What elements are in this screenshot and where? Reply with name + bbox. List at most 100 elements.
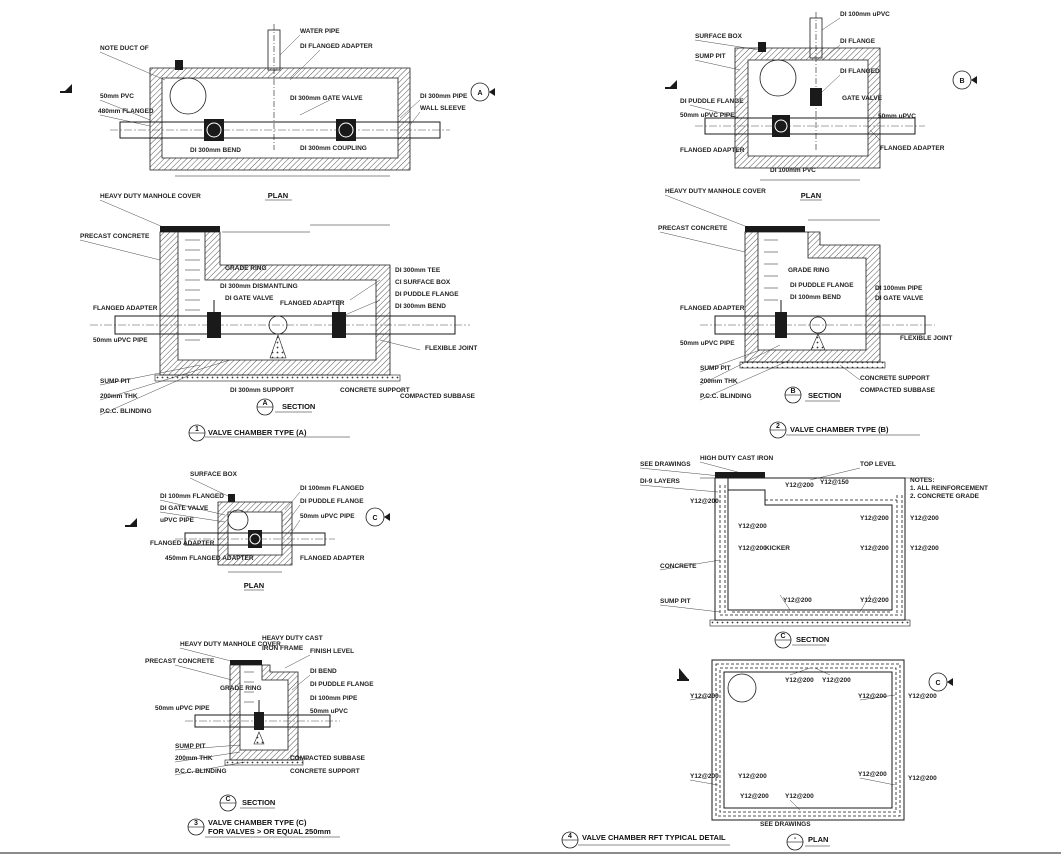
svg-text:IRON FRAME: IRON FRAME [262, 645, 304, 652]
detail-b-title: VALVE CHAMBER TYPE (B) [790, 425, 889, 434]
detail-c-plan-title: PLAN [244, 581, 264, 590]
svg-text:CI SURFACE BOX: CI SURFACE BOX [395, 279, 451, 286]
svg-text:SUMP PIT: SUMP PIT [695, 53, 726, 60]
svg-text:DI 100mm PIPE: DI 100mm PIPE [875, 285, 923, 292]
detail-d-section-title: SECTION [796, 635, 829, 644]
svg-text:DI GATE VALVE: DI GATE VALVE [875, 295, 924, 302]
detail-d-plan-mark: - [794, 835, 797, 842]
svg-text:KICKER: KICKER [765, 545, 790, 552]
svg-text:TOP LEVEL: TOP LEVEL [860, 461, 896, 468]
svg-text:SEE DRAWINGS: SEE DRAWINGS [760, 821, 811, 828]
svg-text:Y12@200: Y12@200 [738, 545, 767, 552]
svg-text:HEAVY DUTY MANHOLE COVER: HEAVY DUTY MANHOLE COVER [100, 193, 201, 200]
svg-text:480mm FLANGED: 480mm FLANGED [98, 108, 154, 115]
svg-text:DI PUDDLE FLANGE: DI PUDDLE FLANGE [395, 291, 459, 298]
svg-text:SURFACE BOX: SURFACE BOX [190, 471, 238, 478]
svg-text:C: C [935, 680, 940, 687]
detail-a-section-mark: A [262, 400, 267, 407]
svg-text:C: C [372, 515, 377, 522]
svg-text:GATE VALVE: GATE VALVE [842, 95, 883, 102]
detail-c-plan: SURFACE BOX DI 100mm FLANGED DI GATE VALVE… [125, 471, 390, 591]
svg-text:Y12@200: Y12@200 [740, 793, 769, 800]
svg-text:COMPACTED SUBBASE: COMPACTED SUBBASE [290, 755, 366, 762]
svg-text:Y12@200: Y12@200 [910, 545, 939, 552]
svg-text:DI 300mm GATE VALVE: DI 300mm GATE VALVE [290, 95, 363, 102]
svg-text:Y12@200: Y12@200 [858, 693, 887, 700]
svg-text:WATER PIPE: WATER PIPE [300, 28, 340, 35]
detail-a-section-title: SECTION [282, 402, 315, 411]
detail-c-section-title: SECTION [242, 798, 275, 807]
detail-b-section-mark: B [790, 388, 795, 395]
svg-text:DI PUDDLE FLANGE: DI PUDDLE FLANGE [680, 98, 744, 105]
svg-text:FLANGED ADAPTER: FLANGED ADAPTER [680, 305, 745, 312]
svg-text:DI-9 LAYERS: DI-9 LAYERS [640, 478, 681, 485]
detail-a-section: HEAVY DUTY MANHOLE COVER PRECAST CONCRETE… [79, 193, 477, 442]
svg-text:FLEXIBLE JOINT: FLEXIBLE JOINT [900, 335, 952, 342]
svg-text:DI 100mm FLANGED: DI 100mm FLANGED [300, 485, 364, 492]
svg-text:DI GATE VALVE: DI GATE VALVE [160, 505, 209, 512]
svg-text:DI PUDDLE FLANGE: DI PUDDLE FLANGE [310, 681, 374, 688]
svg-text:Y12@200: Y12@200 [908, 775, 937, 782]
svg-text:uPVC PIPE: uPVC PIPE [160, 517, 195, 524]
svg-text:200mm THK: 200mm THK [700, 378, 738, 385]
svg-text:Y12@200: Y12@200 [860, 515, 889, 522]
svg-text:Y12@200: Y12@200 [738, 773, 767, 780]
svg-text:Y12@200: Y12@200 [860, 545, 889, 552]
svg-text:50mm uPVC PIPE: 50mm uPVC PIPE [93, 337, 148, 344]
svg-text:FLANGED ADAPTER: FLANGED ADAPTER [880, 145, 945, 152]
detail-a-plan-title: PLAN [268, 191, 288, 200]
svg-text:DI FLANGE: DI FLANGE [840, 38, 876, 45]
svg-text:PRECAST CONCRETE: PRECAST CONCRETE [658, 225, 728, 232]
svg-text:50mm uPVC: 50mm uPVC [878, 113, 916, 120]
detail-d-number: 4 [568, 833, 572, 840]
svg-text:Y12@200: Y12@200 [910, 515, 939, 522]
svg-text:50mm uPVC PIPE: 50mm uPVC PIPE [680, 112, 735, 119]
detail-c-section-mark: C [225, 796, 230, 803]
svg-text:COMPACTED SUBBASE: COMPACTED SUBBASE [860, 387, 936, 394]
svg-text:A: A [477, 90, 482, 97]
svg-text:PRECAST CONCRETE: PRECAST CONCRETE [145, 658, 215, 665]
svg-text:P.C.C. BLINDING: P.C.C. BLINDING [700, 393, 752, 400]
svg-text:2. CONCRETE GRADE: 2. CONCRETE GRADE [910, 493, 980, 500]
detail-d-title: VALVE CHAMBER RFT TYPICAL DETAIL [582, 833, 726, 842]
detail-c-number: 3 [194, 820, 198, 827]
svg-text:200mm THK: 200mm THK [100, 393, 138, 400]
svg-text:HIGH DUTY CAST IRON: HIGH DUTY CAST IRON [700, 455, 773, 462]
detail-d-section: SEE DRAWINGS DI-9 LAYERS HIGH DUTY CAST IR… [639, 455, 988, 649]
svg-text:DI 100mm PIPE: DI 100mm PIPE [310, 695, 358, 702]
svg-text:Y12@200: Y12@200 [860, 597, 889, 604]
svg-text:PRECAST CONCRETE: PRECAST CONCRETE [80, 233, 150, 240]
detail-a-title: VALVE CHAMBER TYPE (A) [208, 428, 307, 437]
svg-text:SEE DRAWINGS: SEE DRAWINGS [640, 461, 691, 468]
svg-text:SUMP PIT: SUMP PIT [700, 365, 731, 372]
detail-c-title: VALVE CHAMBER TYPE (C) [208, 818, 307, 827]
detail-d-section-mark: C [780, 633, 785, 640]
svg-text:DI FLANGED ADAPTER: DI FLANGED ADAPTER [300, 43, 373, 50]
svg-text:50mm PVC: 50mm PVC [100, 93, 134, 100]
svg-text:Y12@200: Y12@200 [785, 677, 814, 684]
svg-text:Y12@200: Y12@200 [690, 693, 719, 700]
svg-text:DI FLANGED: DI FLANGED [840, 68, 880, 75]
detail-b-plan-title: PLAN [801, 191, 821, 200]
svg-text:Y12@150: Y12@150 [820, 479, 849, 486]
svg-text:FLANGED ADAPTER: FLANGED ADAPTER [300, 555, 365, 562]
svg-text:Y12@200: Y12@200 [738, 523, 767, 530]
svg-text:Y12@200: Y12@200 [785, 793, 814, 800]
svg-text:Y12@200: Y12@200 [690, 773, 719, 780]
svg-text:FLANGED ADAPTER: FLANGED ADAPTER [280, 300, 345, 307]
detail-b-section-title: SECTION [808, 391, 841, 400]
svg-text:P.C.C. BLINDING: P.C.C. BLINDING [100, 408, 152, 415]
detail-a-number: 1 [195, 426, 199, 433]
svg-text:DI 300mm DISMANTLING: DI 300mm DISMANTLING [220, 283, 298, 290]
svg-text:NOTES:: NOTES: [910, 477, 935, 484]
svg-text:HEAVY DUTY MANHOLE COVER: HEAVY DUTY MANHOLE COVER [180, 641, 281, 648]
svg-text:FLEXIBLE JOINT: FLEXIBLE JOINT [425, 345, 477, 352]
svg-text:FLANGED ADAPTER: FLANGED ADAPTER [680, 147, 745, 154]
svg-text:Y12@200: Y12@200 [858, 771, 887, 778]
detail-c-section: HEAVY DUTY MANHOLE COVER PRECAST CONCRETE… [145, 635, 374, 838]
svg-text:DI 100mm PVC: DI 100mm PVC [770, 167, 816, 174]
svg-text:CONCRETE: CONCRETE [660, 563, 697, 570]
